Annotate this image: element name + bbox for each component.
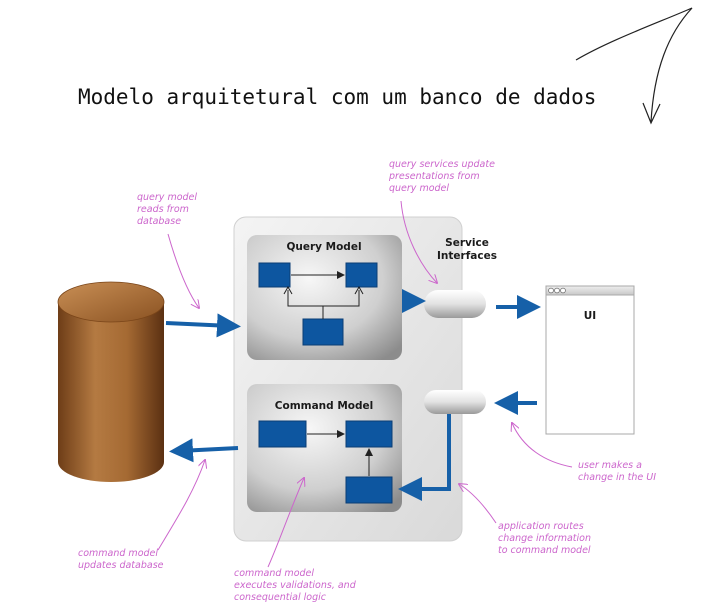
annotation-application-routes-2: change information bbox=[498, 533, 591, 544]
annotation-pointer bbox=[167, 233, 199, 308]
ui-window: UI bbox=[545, 285, 635, 435]
annotation-query-model-reads-3: database bbox=[137, 216, 181, 227]
annotation-command-model-executes-1: command model bbox=[234, 568, 314, 579]
query-service-interface bbox=[424, 290, 486, 318]
command-service-interface bbox=[424, 390, 486, 414]
command-component-left bbox=[258, 420, 307, 448]
annotation-user-change-1: user makes a bbox=[578, 460, 642, 471]
service-interfaces-label-line2: Interfaces bbox=[437, 250, 497, 262]
annotation-command-model-executes-3: consequential logic bbox=[234, 592, 327, 603]
database-cylinder bbox=[57, 281, 165, 482]
query-component-bottom bbox=[302, 318, 344, 346]
annotation-command-model-updates-1: command model bbox=[78, 548, 158, 559]
window-control-icon bbox=[560, 287, 566, 294]
annotation-command-model-executes-2: executes validations, and bbox=[234, 580, 357, 591]
window-control-icon bbox=[554, 287, 560, 294]
annotation-query-services-2: presentations from bbox=[388, 171, 480, 182]
annotation-pointer bbox=[512, 423, 573, 468]
query-bottom-connector bbox=[287, 290, 360, 319]
command-component-bottom bbox=[345, 476, 393, 504]
annotation-command-model-updates-2: updates database bbox=[78, 560, 164, 571]
query-component-left bbox=[258, 262, 291, 288]
annotation-query-model-reads-2: reads from bbox=[137, 204, 189, 215]
command-model-label: Command Model bbox=[275, 400, 373, 412]
db-to-query-arrow bbox=[165, 313, 241, 338]
annotation-pointer bbox=[400, 200, 437, 283]
page-title: Modelo arquitetural com um banco de dado… bbox=[78, 85, 596, 109]
command-component-right bbox=[345, 420, 393, 448]
command-model-box: Command Model bbox=[247, 384, 402, 512]
sketch-arrow-icon bbox=[575, 7, 693, 123]
service-to-command-arrow bbox=[398, 414, 451, 501]
command-to-db-arrow bbox=[169, 438, 239, 463]
annotation-pointer bbox=[157, 460, 205, 551]
annotation-user-change-2: change in the UI bbox=[578, 472, 656, 483]
annotation-query-model-reads-1: query model bbox=[137, 192, 197, 203]
annotation-application-routes-3: to command model bbox=[498, 545, 591, 556]
annotation-application-routes-1: application routes bbox=[498, 521, 584, 532]
annotation-pointer bbox=[267, 478, 304, 568]
query-model-label: Query Model bbox=[286, 241, 361, 253]
annotation-query-services-3: query model bbox=[389, 183, 449, 194]
query-model-box: Query Model bbox=[247, 235, 402, 360]
service-interfaces-label-line1: Service bbox=[445, 237, 489, 249]
ui-label: UI bbox=[584, 310, 596, 322]
annotation-pointer bbox=[459, 484, 497, 524]
query-component-right bbox=[345, 262, 378, 288]
window-control-icon bbox=[548, 287, 554, 294]
annotation-query-services-1: query services update bbox=[389, 159, 495, 170]
sketch-arrowhead-icon bbox=[642, 102, 661, 125]
